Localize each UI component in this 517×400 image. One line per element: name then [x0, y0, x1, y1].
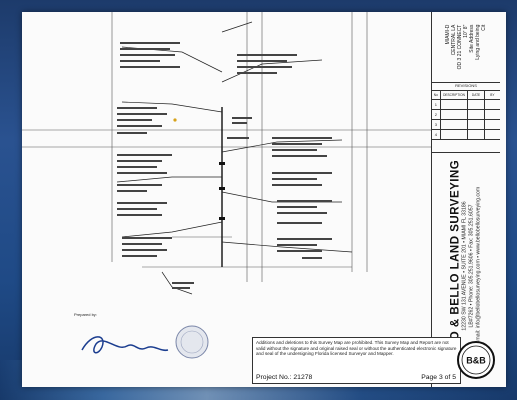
revision-number: 4 [432, 130, 441, 139]
revisions-title: REVISIONS [432, 82, 500, 91]
revisions-header: No DESCRIPTION DATE BY [432, 91, 500, 100]
col-header: DESCRIPTION [441, 91, 469, 99]
col-header: No [432, 91, 441, 99]
notes-text: Additions and deletions to this Survey M… [256, 340, 457, 356]
signature-and-seal [81, 325, 209, 359]
project-line: Cit [481, 24, 487, 31]
project-number: Project No.: 21278 [256, 374, 313, 381]
bello-logo-icon: B&B [457, 341, 495, 379]
col-header: DATE [468, 91, 485, 99]
title-block: MIAMI-D CENTRAL LA OD 3 21 CONNECT 10" 8… [431, 12, 500, 387]
page-indicator: Page 3 of 5 [421, 374, 456, 381]
logo-text: B&B [466, 356, 486, 366]
prepared-by-label: Prepared by: [74, 312, 97, 317]
revision-row: 3 [432, 120, 500, 130]
survey-plan-drawing [22, 12, 432, 295]
col-header: BY [490, 93, 495, 97]
survey-notes-box: Additions and deletions to this Survey M… [252, 337, 461, 384]
company-block: BELLO & BELLO LAND SURVEYING 12230 SW 13… [432, 152, 500, 378]
project-info: MIAMI-D CENTRAL LA OD 3 21 CONNECT 10" 8… [432, 12, 500, 83]
revision-number: 3 [432, 120, 441, 129]
revision-row: 1 [432, 100, 500, 110]
revision-row: 4 [432, 130, 500, 140]
revision-row: 2 [432, 110, 500, 120]
survey-document-page: MIAMI-D CENTRAL LA OD 3 21 CONNECT 10" 8… [22, 12, 506, 387]
revision-number: 1 [432, 100, 441, 109]
revisions-table: REVISIONS No DESCRIPTION DATE BY 1 2 3 4 [432, 82, 500, 152]
revision-number: 2 [432, 110, 441, 119]
